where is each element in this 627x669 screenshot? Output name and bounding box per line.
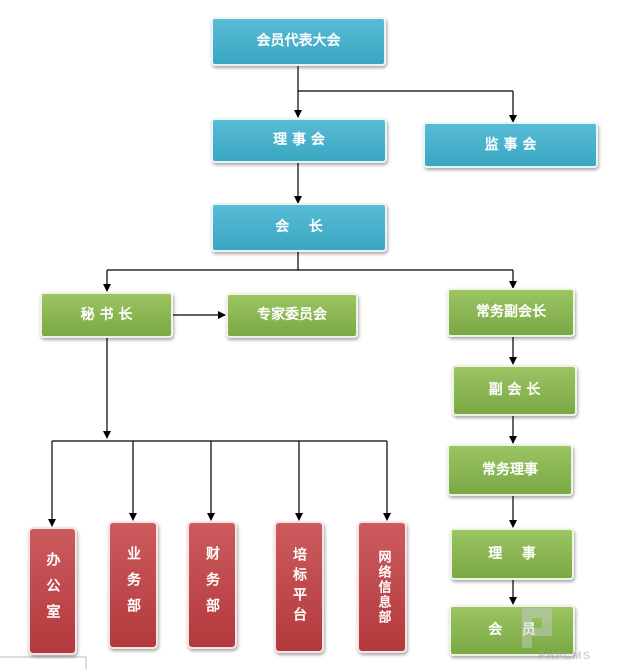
watermark-logo: PHPCMS <box>520 606 620 666</box>
node-business-dept: 业务部 <box>108 521 158 649</box>
node-council-label: 理 事 会 <box>273 132 325 149</box>
node-training-platform: 培标平台 <box>274 521 324 653</box>
node-director: 理 事 <box>450 528 574 580</box>
watermark-text: PHPCMS <box>538 650 592 662</box>
node-network-info-dept-label: 网络信息部 <box>375 549 391 625</box>
node-secretary-general: 秘 书 长 <box>40 292 173 338</box>
node-secretary-general-label: 秘 书 长 <box>80 306 133 323</box>
node-president: 会 长 <box>211 203 387 252</box>
node-council: 理 事 会 <box>211 118 387 163</box>
node-network-info-dept: 网络信息部 <box>357 521 407 653</box>
node-member-label: 会 员 <box>488 622 536 639</box>
node-assembly-label: 会员代表大会 <box>256 33 341 50</box>
node-office-label: 办公室 <box>44 552 61 630</box>
node-supervisory: 监 事 会 <box>423 122 598 168</box>
node-executive-vp-label: 常务副会长 <box>476 304 546 321</box>
node-vice-president: 副 会 长 <box>452 365 577 416</box>
node-training-platform-label: 培标平台 <box>291 547 308 627</box>
node-assembly: 会员代表大会 <box>211 17 386 66</box>
node-executive-director: 常务理事 <box>447 444 573 496</box>
node-finance-dept: 财务部 <box>187 521 237 649</box>
node-president-label: 会 长 <box>275 219 323 236</box>
node-expert-committee-label: 专家委员会 <box>257 307 327 324</box>
watermark-icon <box>522 608 552 648</box>
node-expert-committee: 专家委员会 <box>226 293 358 338</box>
node-executive-director-label: 常务理事 <box>482 461 538 478</box>
node-finance-dept-label: 财务部 <box>204 546 221 624</box>
node-supervisory-label: 监 事 会 <box>484 136 537 153</box>
node-business-dept-label: 业务部 <box>125 546 142 624</box>
node-office: 办公室 <box>28 527 77 655</box>
node-director-label: 理 事 <box>488 545 536 562</box>
node-executive-vp: 常务副会长 <box>447 288 575 337</box>
node-vice-president-label: 副 会 长 <box>488 382 541 399</box>
node-member: 会 员 <box>449 605 575 656</box>
